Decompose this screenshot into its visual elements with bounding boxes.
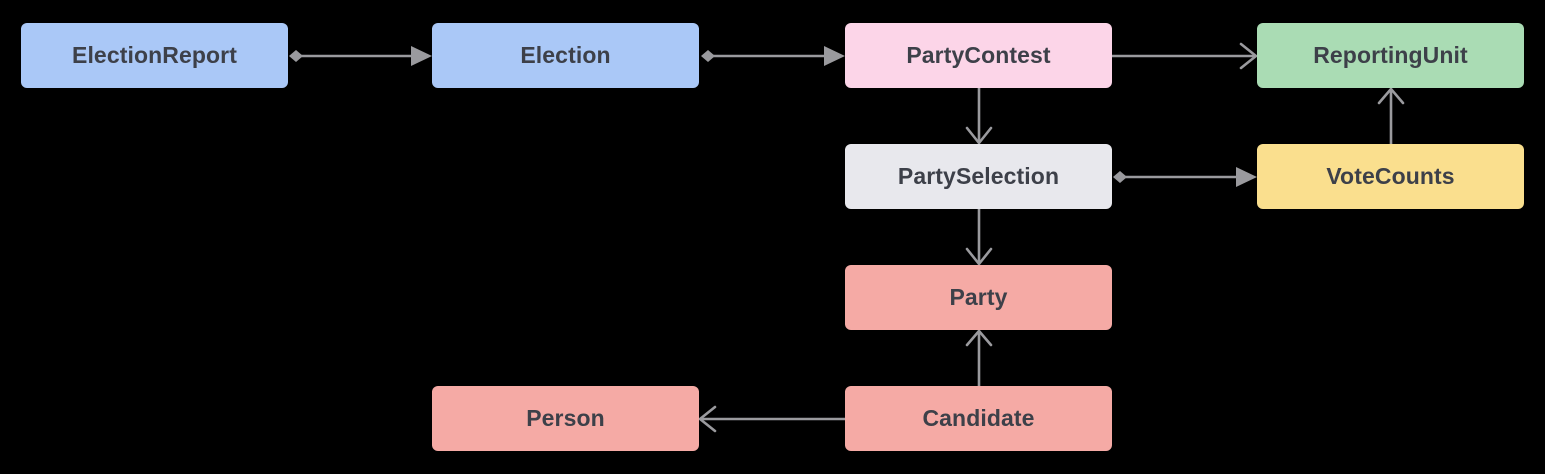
- node-election[interactable]: Election: [432, 23, 699, 88]
- node-election-label: Election: [520, 42, 611, 68]
- node-election-report[interactable]: ElectionReport: [21, 23, 288, 88]
- node-vote-counts-label: VoteCounts: [1326, 163, 1455, 189]
- node-party-contest-label: PartyContest: [906, 42, 1051, 68]
- node-election-report-label: ElectionReport: [72, 42, 237, 68]
- node-party-label: Party: [949, 284, 1008, 310]
- node-party-contest[interactable]: PartyContest: [845, 23, 1112, 88]
- node-person[interactable]: Person: [432, 386, 699, 451]
- node-party[interactable]: Party: [845, 265, 1112, 330]
- node-reporting-unit-label: ReportingUnit: [1313, 42, 1468, 68]
- node-party-selection-label: PartySelection: [897, 163, 1060, 189]
- node-candidate[interactable]: Candidate: [845, 386, 1112, 451]
- node-candidate-label: Candidate: [922, 405, 1035, 431]
- node-reporting-unit[interactable]: ReportingUnit: [1257, 23, 1524, 88]
- node-party-selection[interactable]: PartySelection: [845, 144, 1112, 209]
- node-person-label: Person: [526, 405, 605, 431]
- node-vote-counts[interactable]: VoteCounts: [1257, 144, 1524, 209]
